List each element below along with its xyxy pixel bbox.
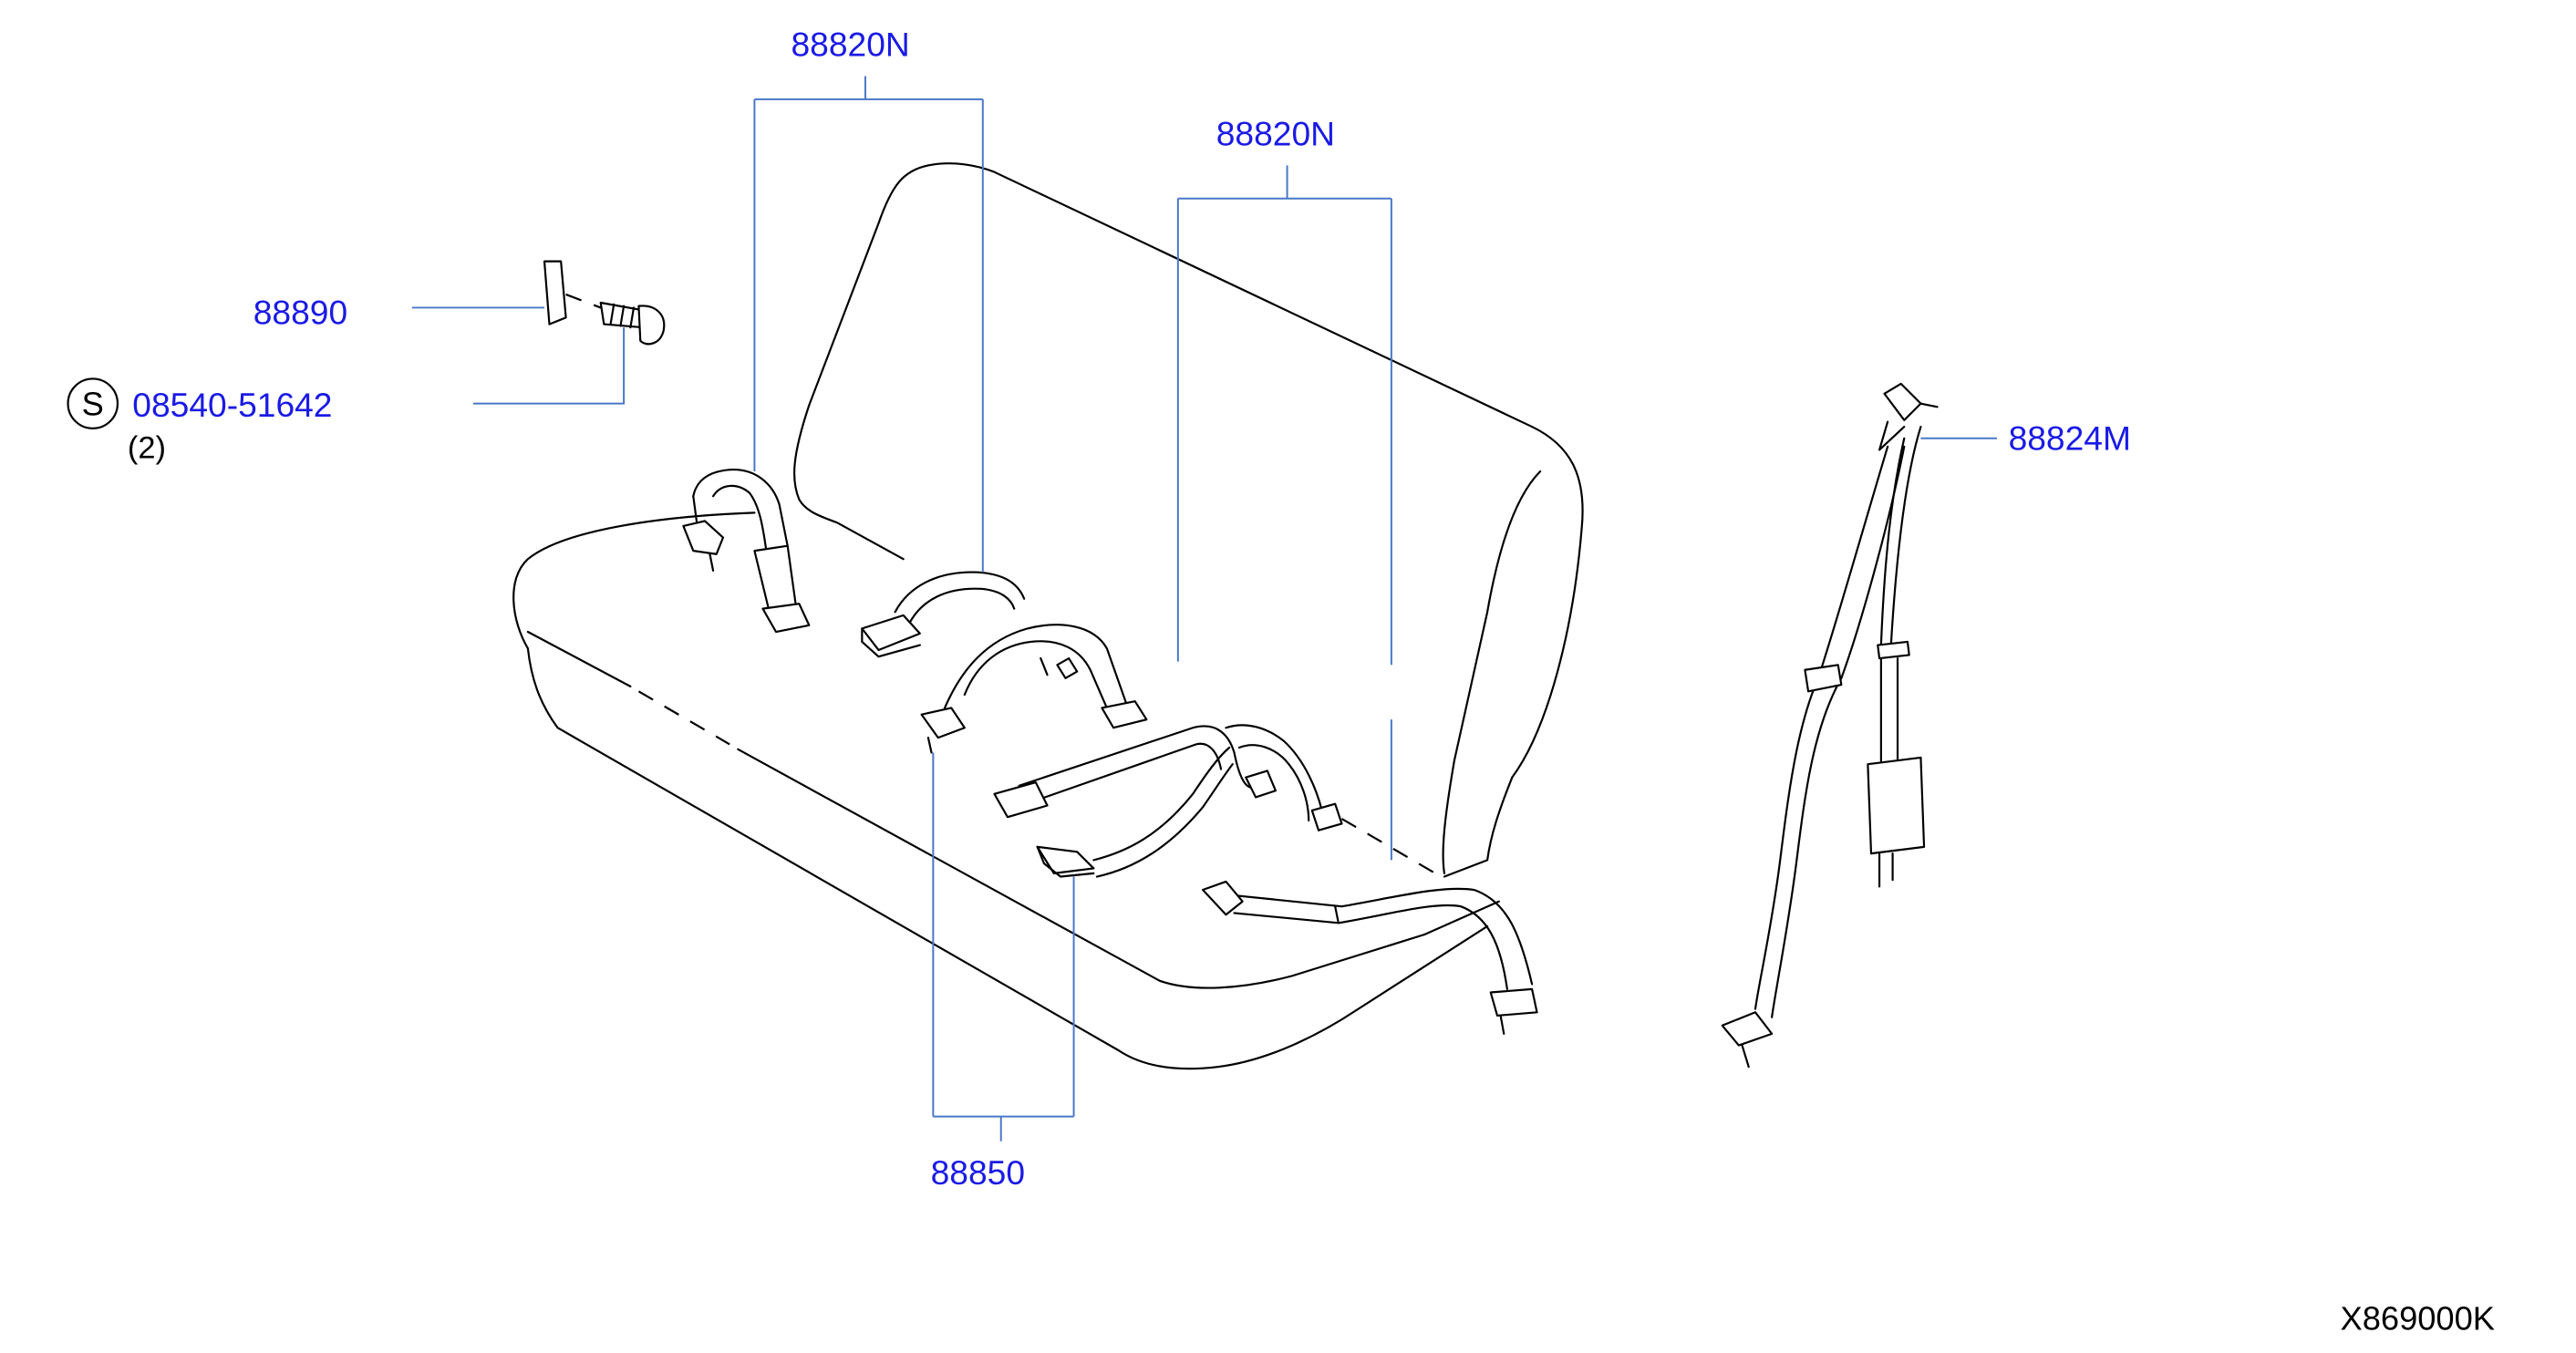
anchor-bolt [599, 301, 666, 346]
shoulder-belt-retractor [1721, 382, 1939, 1069]
callout-88824m: 88824M [2009, 418, 2131, 457]
diagram-code: X869000K [2341, 1300, 2495, 1338]
left-outboard-belt [682, 469, 811, 634]
lower-strap-buckle [1036, 746, 1234, 878]
leader-88820n-right [1176, 165, 1392, 861]
right-lap-strap [1201, 880, 1538, 1035]
anchor-cover-bracket [543, 260, 602, 325]
callout-88890: 88890 [253, 294, 347, 332]
seat-back [793, 162, 1584, 878]
leader-bolt [473, 327, 626, 405]
callout-bolt-number: 08540-51642 [132, 386, 332, 424]
standard-part-symbol-label: S [82, 385, 104, 422]
leader-88820n-left [753, 76, 984, 573]
callout-88820n-right: 88820N [1216, 115, 1335, 153]
seat-cushion [512, 511, 1500, 1070]
callout-88850: 88850 [931, 1153, 1025, 1192]
callout-bolt-qty: (2) [128, 431, 166, 466]
center-buckle-upper [861, 571, 1026, 658]
standard-part-symbol [67, 377, 119, 429]
leader-lines [411, 76, 1997, 1141]
callout-88820n-left: 88820N [791, 26, 910, 64]
center-lap-belt [920, 624, 1148, 754]
leader-88850 [932, 752, 1075, 1141]
right-buckle-assembly [993, 724, 1343, 831]
